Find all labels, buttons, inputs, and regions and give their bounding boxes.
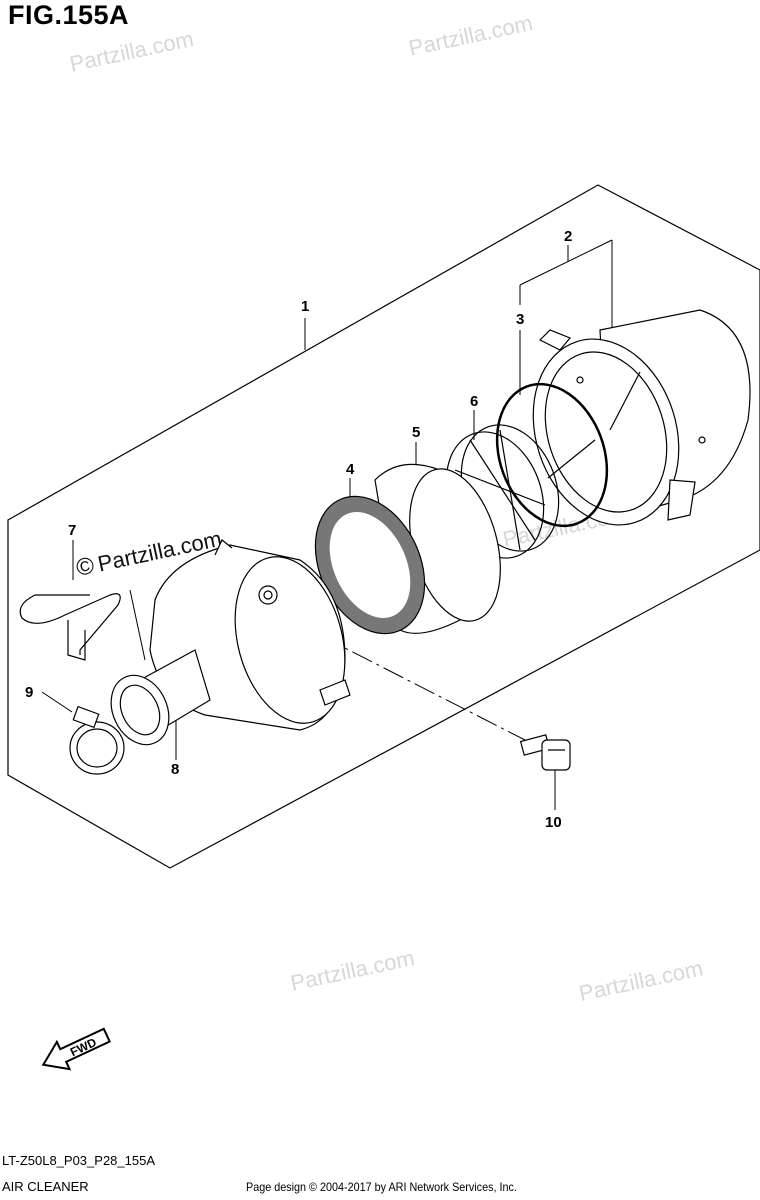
fwd-label: FWD (68, 1035, 99, 1059)
hose-clamp (69, 705, 125, 775)
callout-2: 2 (564, 228, 572, 245)
watermark: Partzilla.com (288, 945, 416, 996)
model-code: LT-Z50L8_P03_P28_155A (2, 1153, 155, 1168)
svg-text:©: © (74, 552, 97, 582)
mesh-screen (314, 495, 426, 635)
callout-4: 4 (346, 461, 355, 478)
callout-3: 3 (516, 311, 524, 328)
watermark: Partzilla.com (577, 955, 705, 1006)
callout-8: 8 (171, 761, 179, 778)
intake-tube (110, 649, 211, 746)
callout-10: 10 (545, 814, 562, 831)
air-cleaner-case (532, 309, 751, 526)
figure-title: FIG.155A (8, 0, 130, 30)
callout-1: 1 (301, 298, 309, 315)
section-name: AIR CLEANER (2, 1179, 89, 1194)
assembly-outline (7, 184, 760, 869)
fwd-arrow-icon: FWD (41, 1027, 112, 1071)
copyright-notice: Page design © 2004-2017 by ARI Network S… (246, 1180, 517, 1194)
o-ring (495, 382, 609, 528)
breather-tube (19, 593, 121, 661)
watermark: Partzilla.com (67, 26, 195, 77)
bolt (519, 734, 571, 771)
callout-5: 5 (412, 424, 420, 441)
callout-7: 7 (68, 522, 76, 539)
callout-6: 6 (470, 393, 478, 410)
watermark: Partzilla.com (406, 10, 534, 61)
callout-9: 9 (25, 684, 33, 701)
